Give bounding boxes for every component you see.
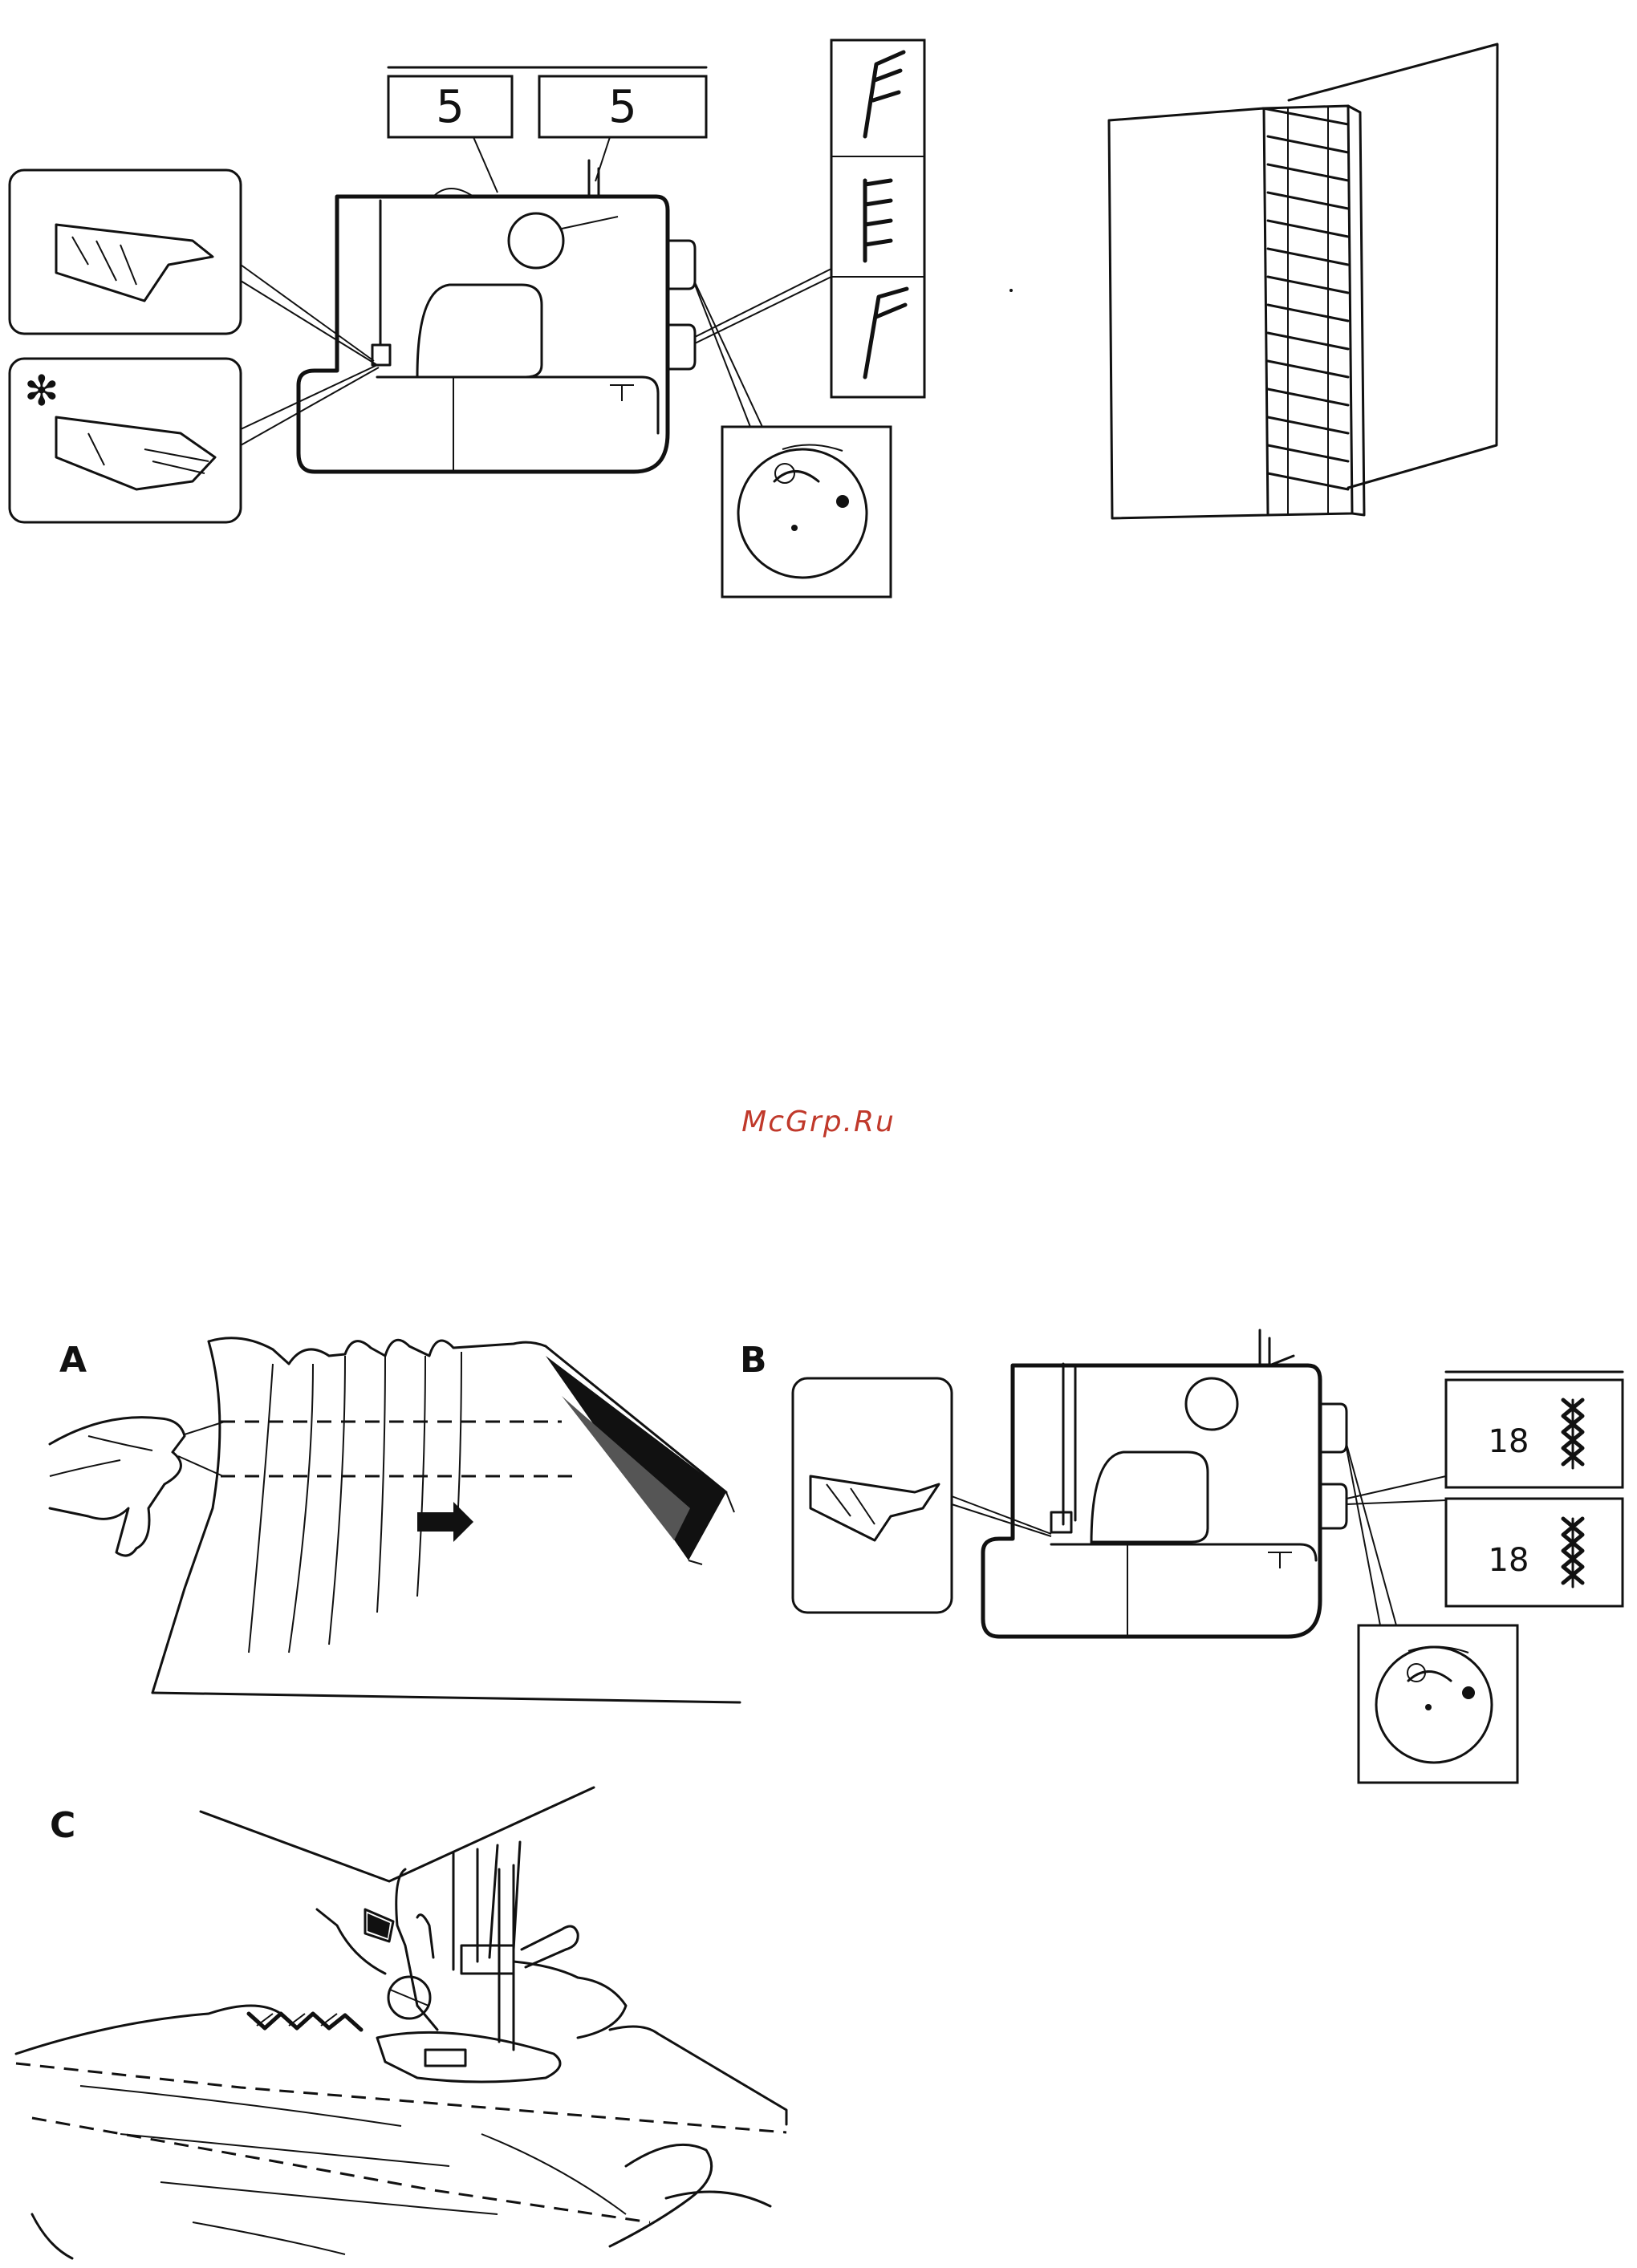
dial-box-bottom <box>1359 1625 1517 1783</box>
panel-label-c: C <box>50 1805 75 1846</box>
watermark-text: McGrp.Ru <box>741 1106 896 1138</box>
smocking-foot-closeup <box>16 1787 786 2258</box>
stitch-setting-box-2: 18 <box>1446 1499 1623 1606</box>
panel-label-b: B <box>740 1340 767 1381</box>
setting-box-right: 5 <box>539 76 706 137</box>
top-machine-figure: 5 5 <box>10 40 924 597</box>
gathering-fabric-figure <box>50 1338 740 1702</box>
bottom-machine-figure: 18 18 <box>793 1330 1623 1783</box>
presser-foot-box-2: ✻ <box>10 359 241 522</box>
setting-left-value: 5 <box>436 81 465 133</box>
stitch-setting-1-value: 18 <box>1489 1423 1529 1460</box>
setting-box-left: 5 <box>388 76 512 137</box>
presser-foot-box-3 <box>793 1378 952 1613</box>
sewing-machine-top <box>299 160 695 472</box>
stitch-setting-2-value: 18 <box>1489 1542 1529 1579</box>
panel-label-a: A <box>59 1340 87 1381</box>
presser-foot-box-1 <box>10 170 241 334</box>
stitch-pattern-column <box>831 40 924 397</box>
setting-right-value: 5 <box>608 81 637 133</box>
dial-box-top <box>722 427 891 597</box>
stitch-setting-box-1: 18 <box>1446 1380 1623 1487</box>
sewing-machine-bottom <box>983 1330 1347 1637</box>
folded-fabric-figure <box>1109 44 1497 518</box>
asterisk-mark: ✻ <box>24 367 59 416</box>
